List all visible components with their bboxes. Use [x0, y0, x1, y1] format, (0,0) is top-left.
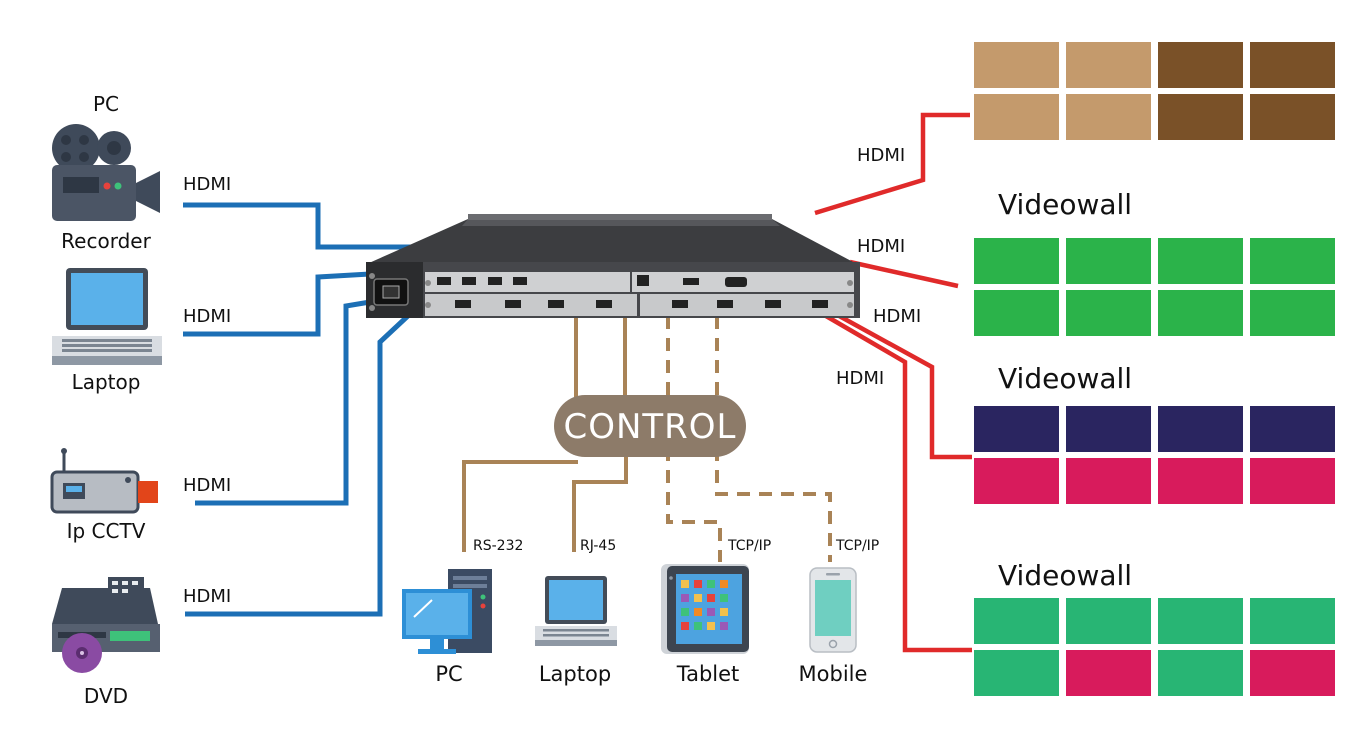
control-device-label-tablet: Tablet: [676, 662, 740, 686]
output-line-4: [824, 314, 972, 653]
output-line-1: [814, 112, 970, 216]
control-lines: [462, 316, 628, 552]
protocol-label-rs232: RS-232: [473, 538, 523, 554]
control-line-tablet: [666, 316, 722, 562]
input-line-recorder: [183, 202, 425, 250]
desktop-pc-icon: [402, 569, 492, 654]
protocol-label-tcpip-1: TCP/IP: [727, 538, 771, 554]
input-connection-label-2: HDMI: [183, 306, 231, 327]
matrix-switcher: [366, 214, 860, 318]
laptop-control-icon: [535, 576, 617, 646]
videowall-label-2: Videowall: [998, 362, 1132, 395]
cctv-camera-icon: [50, 448, 158, 514]
output-lines: [814, 112, 972, 653]
videowall-1: [974, 42, 1335, 140]
output-connection-label-2: HDMI: [857, 236, 905, 257]
control-device-label-mobile: Mobile: [799, 662, 868, 686]
source-label-laptop: Laptop: [72, 370, 141, 394]
source-label-ip-cctv: Ip CCTV: [67, 519, 146, 543]
source-label-dvd: DVD: [84, 684, 128, 708]
control-line-pc: [462, 460, 578, 552]
protocol-label-rj45: RJ-45: [580, 538, 616, 554]
source-label-pc: PC: [93, 92, 119, 116]
input-line-laptop: [183, 271, 371, 337]
control-device-label-pc: PC: [435, 662, 462, 686]
source-label-recorder: Recorder: [61, 229, 151, 253]
input-line-cctv: [195, 299, 371, 506]
input-connection-label-4: HDMI: [183, 586, 231, 607]
output-line-3: [830, 310, 972, 460]
output-connection-label-1: HDMI: [857, 145, 905, 166]
control-badge: CONTROL: [554, 395, 746, 457]
laptop-icon: [52, 268, 162, 365]
control-device-label-laptop: Laptop: [539, 662, 611, 686]
input-line-dvd: [185, 312, 412, 617]
videowall-label-3: Videowall: [998, 559, 1132, 592]
output-connection-label-3: HDMI: [873, 306, 921, 327]
input-connection-label-3: HDMI: [183, 475, 231, 496]
videowall-2: [974, 238, 1335, 336]
protocol-label-tcpip-2: TCP/IP: [835, 538, 879, 554]
control-label: CONTROL: [563, 407, 736, 447]
input-lines: [183, 202, 425, 617]
dvd-player-icon: [52, 577, 160, 673]
mobile-phone-icon: [809, 567, 857, 653]
video-camera-icon: [52, 124, 160, 221]
videowall-3: [974, 406, 1335, 504]
input-connection-label-1: HDMI: [183, 174, 231, 195]
control-line-laptop: [572, 455, 628, 552]
output-connection-label-4: HDMI: [836, 368, 884, 389]
videowall-4: [974, 598, 1335, 696]
tablet-icon: [661, 564, 749, 654]
videowall-label-1: Videowall: [998, 188, 1132, 221]
output-line-2: [849, 259, 959, 289]
